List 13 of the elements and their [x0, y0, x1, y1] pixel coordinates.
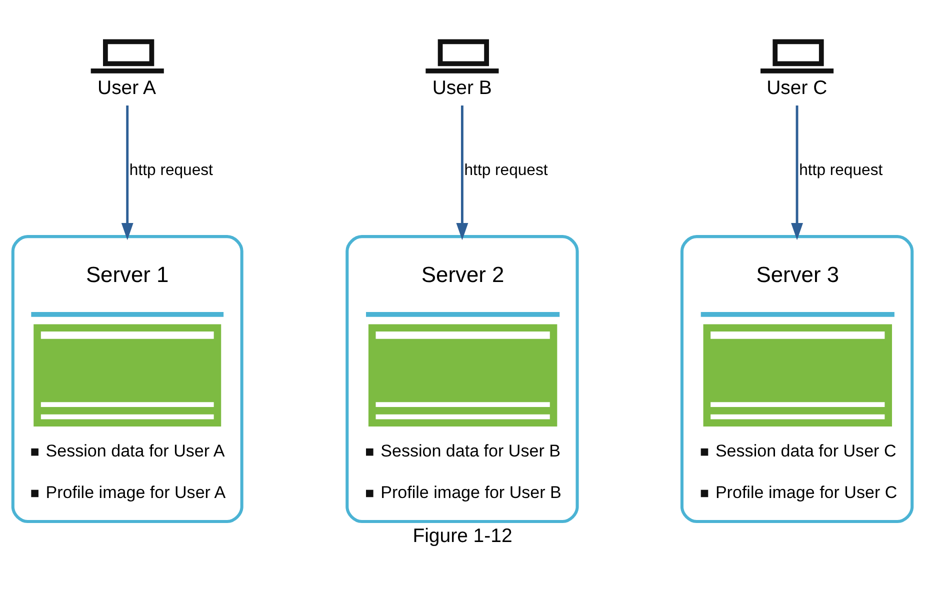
node-label: User A	[98, 76, 156, 98]
node-label: User C	[766, 76, 828, 98]
node-box: Server 2 Session data for User B Profile image for User B	[346, 234, 579, 522]
arrow	[121, 104, 134, 240]
node-box: Server 3 Session data for User C Profile image for User C	[680, 234, 914, 522]
edge-label: http request	[129, 161, 213, 178]
node-label: User B	[432, 76, 492, 98]
caption: Figure 1-12	[412, 524, 512, 546]
arrow	[791, 104, 804, 240]
edge-label: http request	[464, 161, 548, 178]
arrow	[456, 104, 468, 240]
node-box: Server 1 Session data for User A Profile image for User A	[11, 234, 244, 522]
edge-label: http request	[799, 161, 883, 178]
